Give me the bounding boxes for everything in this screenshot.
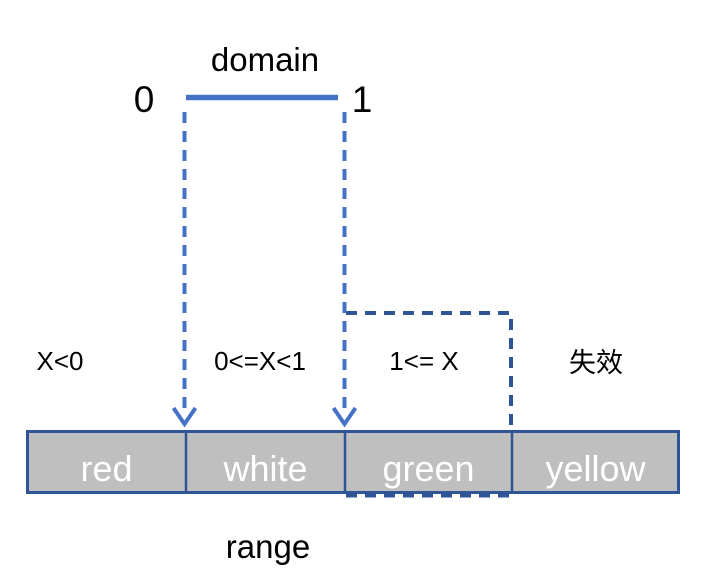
mapping-arrow-0	[171, 112, 198, 428]
condition-label-invalid: 失效	[569, 348, 623, 378]
range-cell-label-yellow: yellow	[545, 448, 646, 489]
range-bar-border	[26, 430, 680, 494]
range-cell-label-white: white	[222, 448, 307, 489]
domain-tick-start: 0	[134, 79, 155, 120]
range-cell-label-green: green	[382, 448, 474, 489]
domain-label: domain	[211, 41, 319, 78]
domain-tick-end: 1	[352, 79, 373, 120]
condition-label-within-domain: 0<=X<1	[214, 346, 306, 376]
green-cell-highlight-outline	[346, 311, 513, 498]
range-label: range	[226, 528, 310, 565]
range-bar-fill	[27, 431, 679, 493]
arrowhead-down-icon	[331, 406, 358, 428]
mapping-arrow-1	[331, 112, 358, 428]
range-cell-label-red: red	[80, 448, 132, 489]
condition-label-below-zero: X<0	[37, 346, 84, 376]
condition-label-above-one: 1<= X	[389, 346, 458, 376]
arrowhead-down-icon	[171, 406, 198, 428]
range-bar: red white green yellow	[26, 430, 680, 494]
